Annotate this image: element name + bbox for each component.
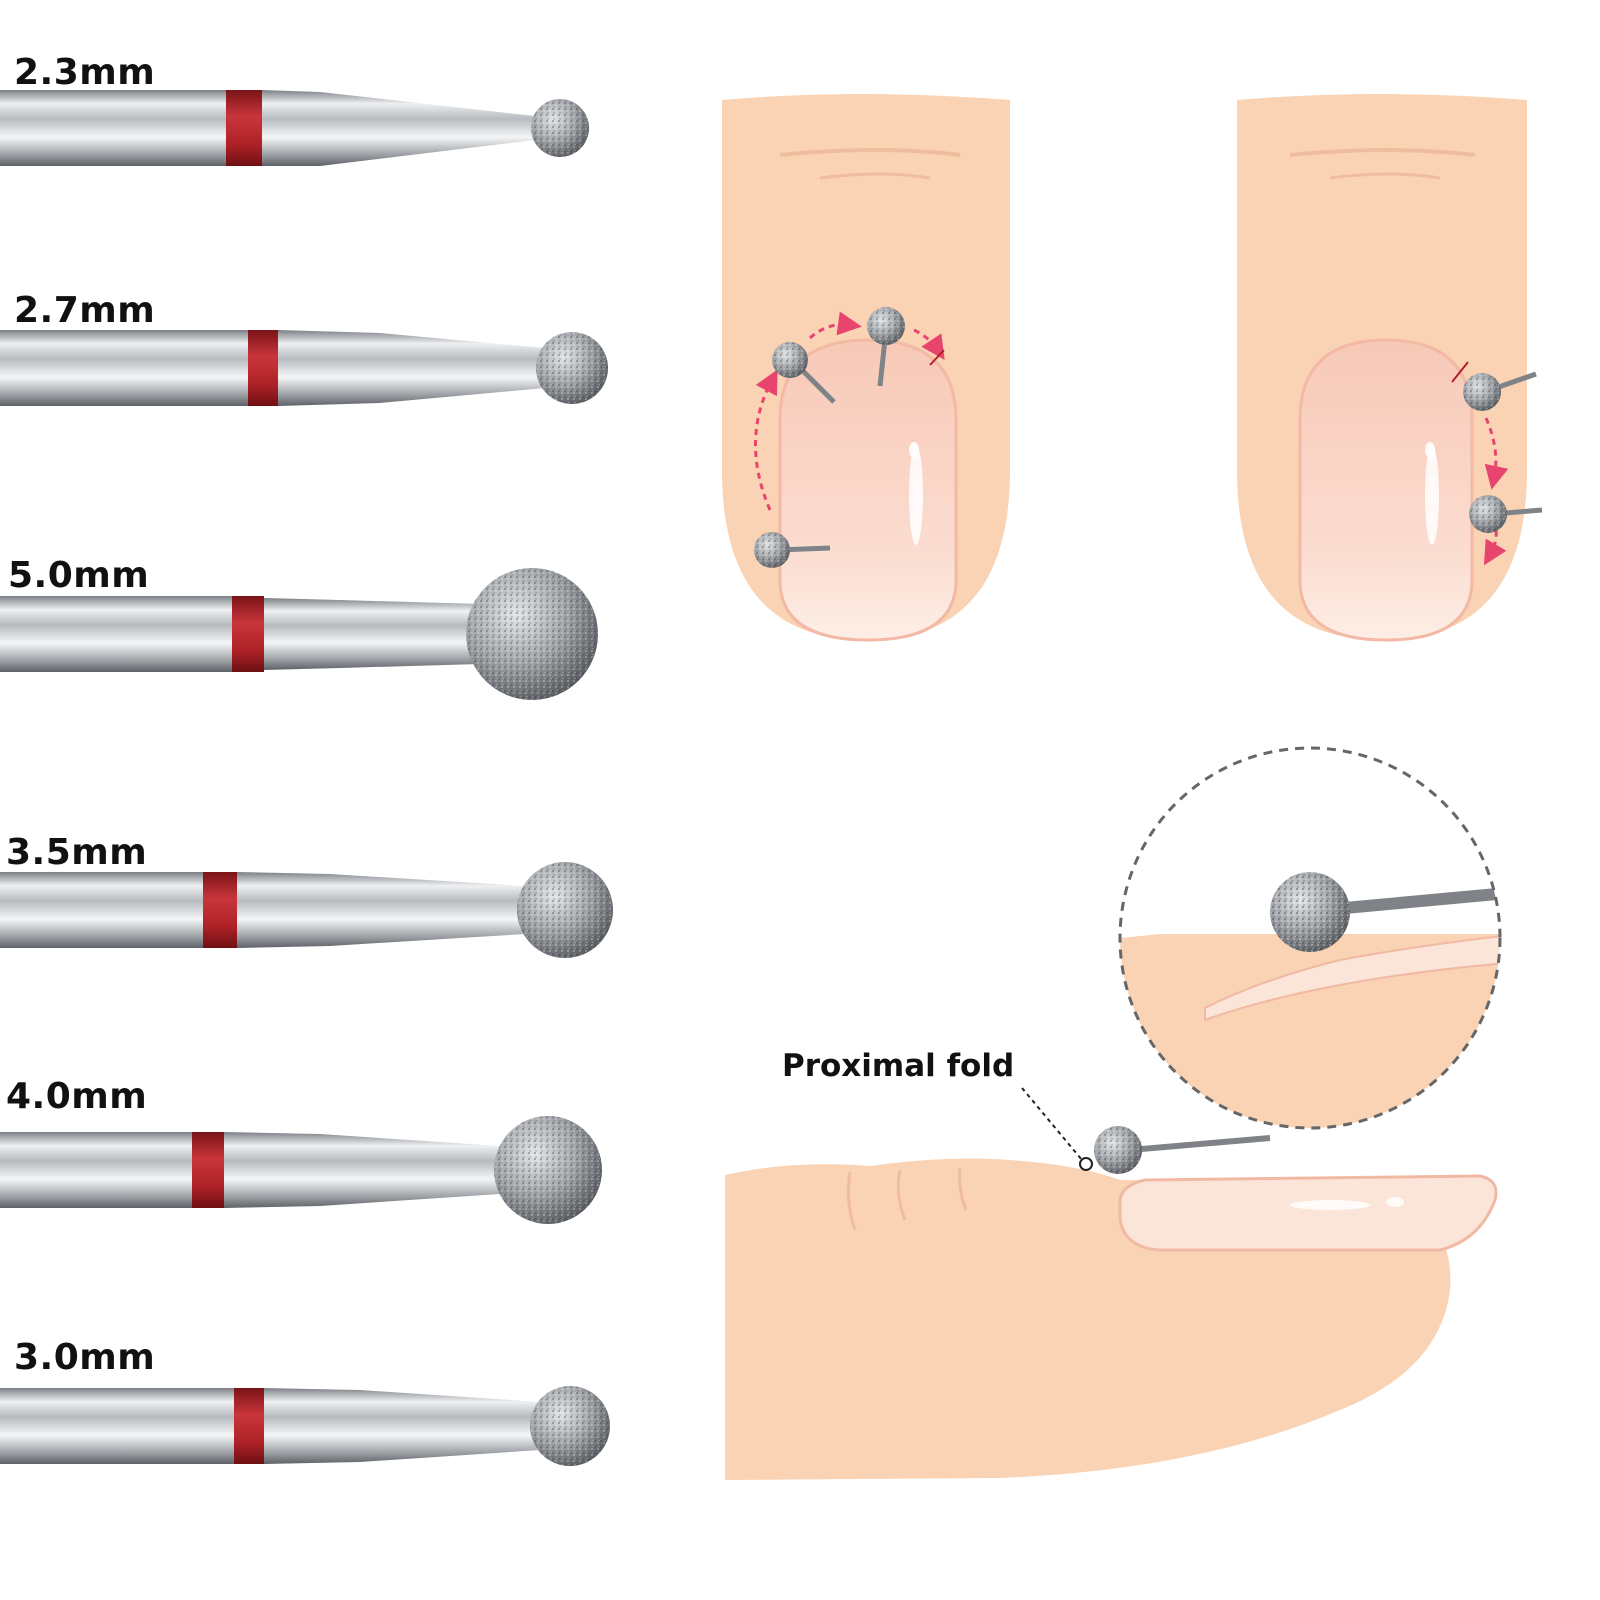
size-label-3-0mm: 3.0mm [14, 1337, 156, 1378]
magnifier-circle-icon [1118, 746, 1502, 1130]
size-label-5-0mm: 5.0mm [8, 555, 150, 596]
finger-front-view-left [722, 94, 1010, 642]
finger-side-view [725, 1087, 1498, 1480]
drill-bit-3-5mm [0, 862, 613, 958]
callout-leader-line [1021, 1087, 1083, 1161]
cuticle-direction-arrow-icon [913, 328, 945, 360]
size-label-2-7mm: 2.7mm [14, 290, 156, 331]
drill-bit-2-7mm [0, 330, 608, 406]
drill-bit-3-0mm [0, 1386, 610, 1466]
ball-drill-bit-icon [772, 342, 836, 404]
finger-front-view-right [1237, 94, 1543, 642]
cuticle-direction-arrow-icon [1484, 417, 1509, 490]
proximal-fold-label: Proximal fold [782, 1048, 1015, 1084]
drill-bit-5-0mm [0, 568, 598, 700]
ball-drill-bit-icon [754, 532, 831, 568]
cuticle-direction-arrow-icon [754, 369, 778, 511]
ball-drill-bit-icon [1469, 495, 1543, 533]
size-label-4-0mm: 4.0mm [6, 1076, 148, 1117]
drill-bit-2-3mm [0, 90, 589, 166]
nail-plate [1118, 1174, 1498, 1252]
nail-plate [1298, 338, 1474, 642]
callout-marker [1079, 1157, 1093, 1171]
size-label-2-3mm: 2.3mm [14, 52, 156, 93]
cuticle-direction-arrow-icon [809, 311, 862, 340]
size-label-3-5mm: 3.5mm [6, 832, 148, 873]
ball-drill-bit-icon [1094, 1126, 1271, 1174]
ball-drill-bit-icon [1463, 371, 1537, 411]
drill-bit-4-0mm [0, 1116, 602, 1224]
nail-plate [778, 338, 958, 642]
ball-drill-bit-icon [867, 307, 905, 387]
